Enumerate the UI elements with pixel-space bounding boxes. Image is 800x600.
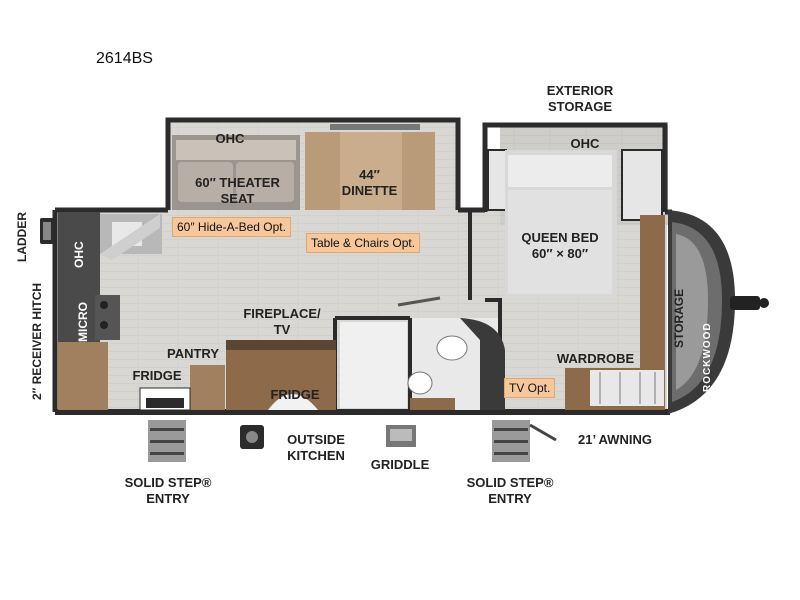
griddle bbox=[386, 425, 416, 447]
micro-label: MICRO bbox=[76, 302, 90, 342]
receiver-hitch-label: 2″ RECEIVER HITCH bbox=[30, 282, 44, 400]
pantry bbox=[139, 365, 225, 411]
step-right-label: SOLID STEP® ENTRY bbox=[466, 475, 554, 506]
theater-seat-label: 60″ THEATER SEAT bbox=[195, 175, 280, 206]
bathroom bbox=[340, 318, 505, 410]
brand-logo: ROCKWOOD bbox=[702, 322, 713, 392]
front-cap bbox=[668, 210, 769, 414]
step-left-label: SOLID STEP® ENTRY bbox=[124, 475, 212, 506]
bedroom bbox=[487, 149, 665, 410]
step-left bbox=[148, 420, 186, 462]
wardrobe-label: WARDROBE bbox=[556, 351, 635, 366]
storage-label: STORAGE bbox=[672, 288, 686, 348]
hide-a-bed-option-tag: 60″ Hide-A-Bed Opt. bbox=[172, 217, 291, 237]
griddle-label: GRIDDLE bbox=[370, 457, 430, 472]
dinette-label: 44″ DINETTE bbox=[341, 167, 398, 198]
ladder-graphic bbox=[40, 218, 54, 244]
exterior-storage-label: EXTERIOR STORAGE bbox=[546, 83, 614, 114]
model-number: 2614BS bbox=[96, 50, 153, 67]
outside-kitchen bbox=[240, 425, 264, 449]
fireplace-tv-label: FIREPLACE/ TV bbox=[243, 306, 321, 337]
step-right bbox=[492, 420, 557, 462]
doors bbox=[397, 296, 441, 307]
dinette bbox=[305, 124, 435, 210]
wardrobe bbox=[565, 368, 665, 410]
fridge-kitchen-label: FRIDGE bbox=[270, 387, 320, 402]
fridge-label: FRIDGE bbox=[132, 368, 182, 383]
awning-label: 21’ AWNING bbox=[578, 432, 652, 447]
ohc-living-label: OHC bbox=[215, 131, 245, 146]
fireplace-island bbox=[226, 340, 336, 410]
ohc-bedroom-label: OHC bbox=[570, 136, 600, 151]
theater-seat bbox=[172, 135, 300, 210]
table-chairs-option-tag: Table & Chairs Opt. bbox=[306, 233, 421, 253]
pantry-label: PANTRY bbox=[167, 346, 219, 361]
ohc-kitchen-label: OHC bbox=[72, 241, 86, 268]
tv-option-tag: TV Opt. bbox=[504, 378, 556, 398]
kitchen-counter bbox=[58, 212, 162, 410]
outside-kitchen-label: OUTSIDE KITCHEN bbox=[287, 432, 345, 463]
ladder-label: LADDER bbox=[15, 212, 29, 262]
queen-bed-label: QUEEN BED 60″ × 80″ bbox=[521, 230, 599, 261]
